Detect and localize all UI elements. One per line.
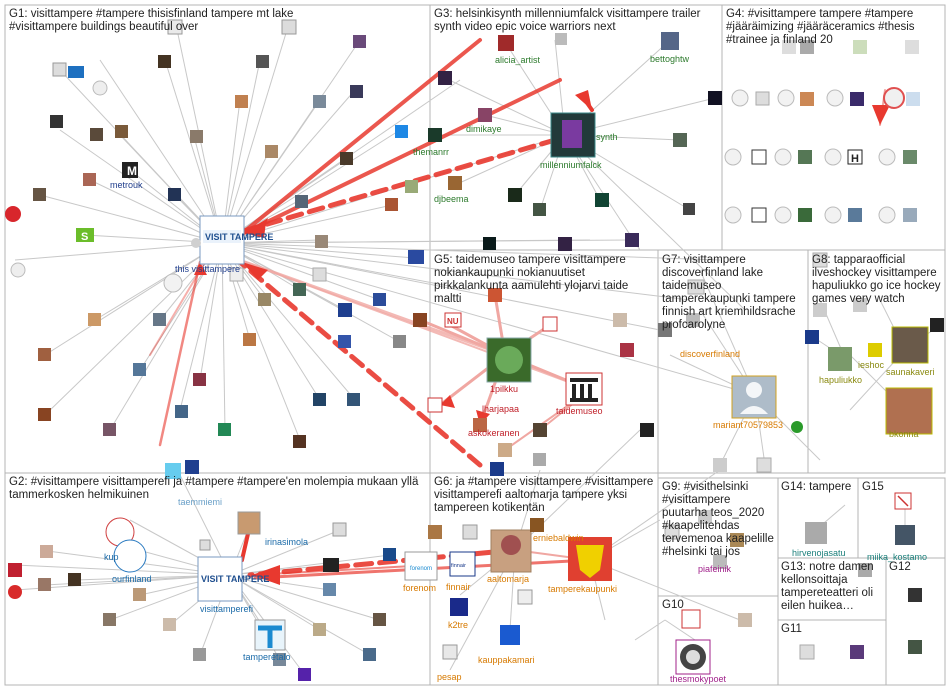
group-title-g2: G2: #visittampere visittamperefi ja #tam… xyxy=(9,476,419,501)
label-lharjapaa: lharjapaa xyxy=(482,404,519,414)
group-title-g5: G5: taidemuseo tampere visittampere noki… xyxy=(434,254,629,305)
group-2-nodes: VISIT TAMPERE xyxy=(8,511,396,681)
label-1pilkku: 1pilkku xyxy=(490,384,518,394)
group-boundaries xyxy=(4,4,946,686)
group-title-g15: G15 xyxy=(862,481,884,493)
label-visittampere: this visittampere xyxy=(175,264,240,274)
group-title-g4: G4: #visittampere tampere #tampere #jäär… xyxy=(726,8,915,46)
svg-text:M: M xyxy=(127,164,137,178)
label-ourfinland: ourfinland xyxy=(112,574,152,584)
label-erniebaldwin: erniebaldwin xyxy=(533,533,584,543)
svg-text:H: H xyxy=(851,153,859,165)
svg-text:S: S xyxy=(81,231,88,243)
label-ieshoc: ieshoc xyxy=(858,360,885,370)
label-tamperekaupunki: tamperekaupunki xyxy=(548,584,617,594)
label-k2tre: k2tre xyxy=(448,620,468,630)
group-title-g1: G1: visittampere #tampere thisisfinland … xyxy=(9,8,294,33)
svg-text:VISIT TAMPERE: VISIT TAMPERE xyxy=(205,232,273,242)
label-djbeema: djbeema xyxy=(434,194,469,204)
label-taemmiemi: taemmiemi xyxy=(178,497,222,507)
label-kup: kup xyxy=(104,552,119,562)
group-title-g14: G14: tampere xyxy=(781,481,852,493)
label-saunakaveri: saunakaveri xyxy=(886,367,935,377)
label-hirvenojasatu: hirvenojasatu xyxy=(792,548,846,558)
group-title-g12: G12 xyxy=(889,561,911,573)
group-title-g11: G11 xyxy=(781,623,802,635)
group-1-nodes: M S xyxy=(5,19,424,479)
label-irinasimola: irinasimola xyxy=(265,537,308,547)
small-groups-nodes xyxy=(664,492,922,675)
label-bettoghtw: bettoghtw xyxy=(650,54,690,64)
group-title-g6: G6: ja #tampere visittampere #visittampe… xyxy=(434,476,654,514)
group-5-nodes: NU xyxy=(413,288,654,476)
svg-text:forenom: forenom xyxy=(410,566,432,572)
label-themanrr: themanrr xyxy=(413,147,449,157)
group-3-nodes xyxy=(428,32,722,251)
arrowheads xyxy=(194,90,890,585)
group-title-g9: G9: #visithelsinki #visittampere puutarh… xyxy=(662,481,774,558)
label-miika-kostamo: miika_kostamo xyxy=(867,552,927,562)
label-forenom: forenom xyxy=(403,583,436,593)
group-title-g7: G7: visittampere discoverfinland lake ta… xyxy=(662,254,796,331)
label-synth: synth xyxy=(596,132,618,142)
group-title-g13: G13: notre damen kellonsoittaja tamperet… xyxy=(781,561,874,612)
svg-text:NU: NU xyxy=(447,317,459,326)
label-metrouk: metrouk xyxy=(110,180,143,190)
node-metrouk xyxy=(122,162,138,178)
label-tamperetalo: tamperetalo xyxy=(243,652,291,662)
label-millenniumfalck: millenniumfalck xyxy=(540,160,602,170)
label-alicia-artist: alicia_artist xyxy=(495,55,541,65)
label-thesmokypoet: thesmokypoet xyxy=(670,674,727,684)
label-bkonna: bkonna xyxy=(889,429,919,439)
label-taidemuseo: taidemuseo xyxy=(556,406,603,416)
label-askokeranen: askokeranen xyxy=(468,428,520,438)
label-kauppakamari: kauppakamari xyxy=(478,655,535,665)
svg-text:VISIT TAMPERE: VISIT TAMPERE xyxy=(201,574,269,584)
label-dimikaye: dimikaye xyxy=(466,124,502,134)
label-mariant70579853: mariant70579853 xyxy=(713,420,783,430)
group-7-8-nodes xyxy=(658,252,944,473)
label-piafeinik: piafeinik xyxy=(698,564,732,574)
svg-text:finnair: finnair xyxy=(451,563,466,569)
label-aaltomarja: aaltomarja xyxy=(487,574,529,584)
group-title-g10: G10 xyxy=(662,599,684,611)
group-title-g8: G8: tapparaofficial ilveshockey visittam… xyxy=(812,254,941,305)
label-visittamperefi: visittamperefi xyxy=(200,604,253,614)
group-title-g3: G3: helsinkisynth millenniumfalck visitt… xyxy=(434,8,701,33)
group-6-nodes: forenom finnair xyxy=(404,518,612,660)
label-pesap: pesap xyxy=(437,672,462,682)
label-discoverfinland: discoverfinland xyxy=(680,349,740,359)
label-hapuliukko: hapuliukko xyxy=(819,375,862,385)
label-finnair: finnair xyxy=(446,582,471,592)
group-4-nodes: H xyxy=(724,40,920,224)
node-labels: this visittampere metrouk visittamperefi… xyxy=(104,54,935,684)
